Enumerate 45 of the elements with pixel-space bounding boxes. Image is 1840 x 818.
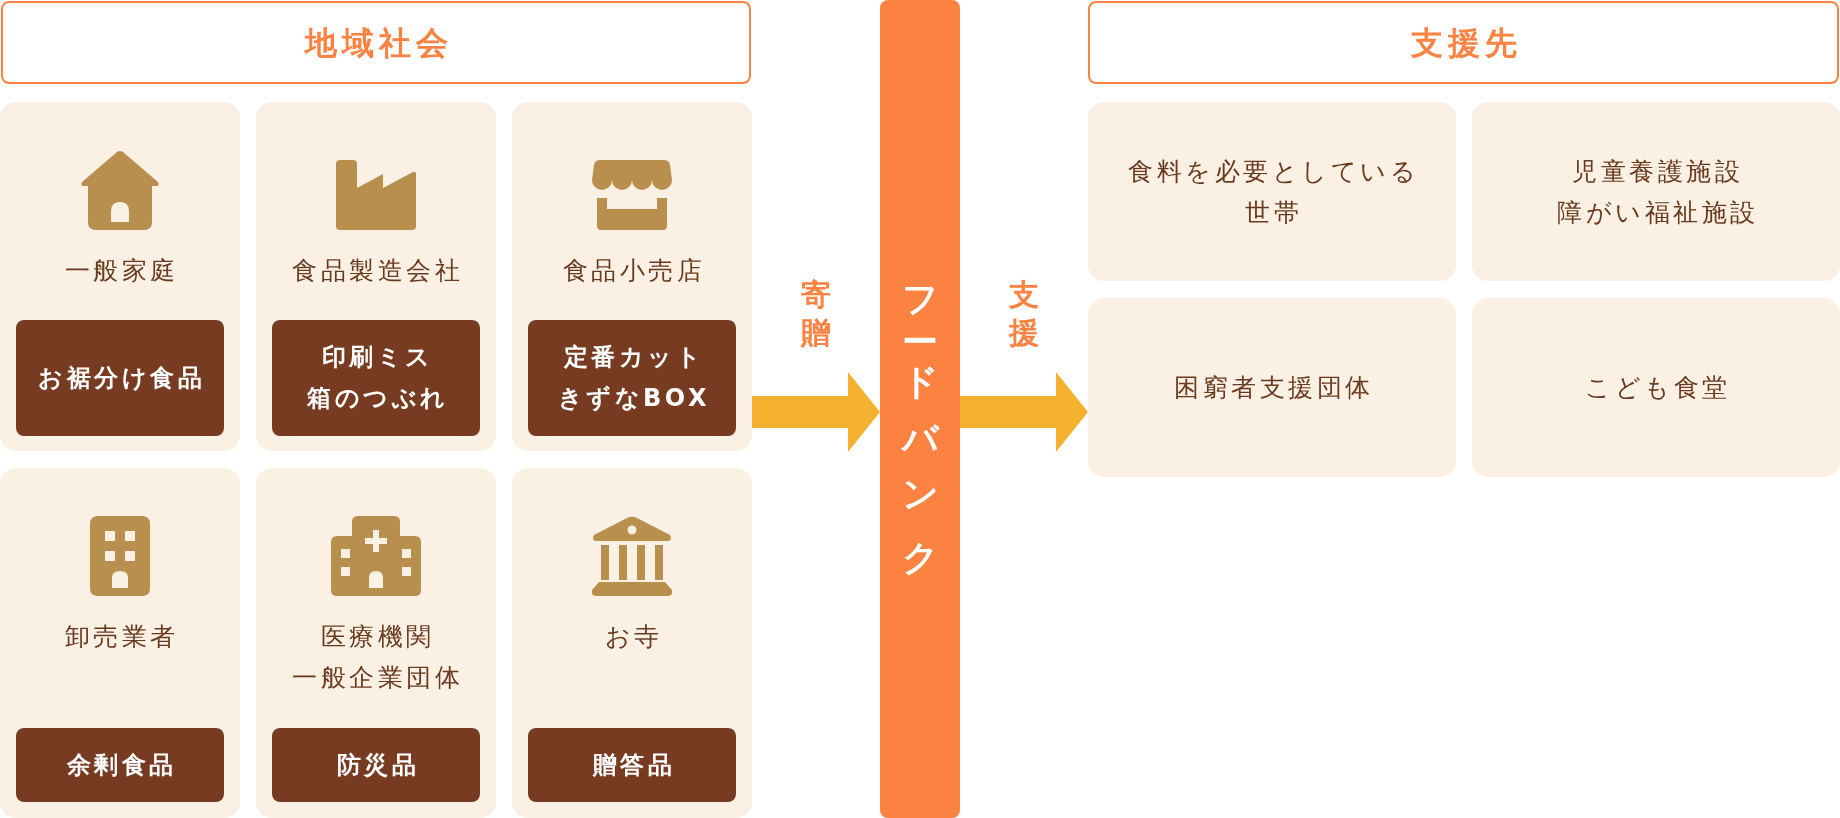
source-card	[0, 102, 240, 451]
source-card	[512, 468, 752, 818]
arrow	[752, 372, 880, 452]
card-label: 食品製造会社	[291, 255, 464, 287]
header-title: 支援先	[1409, 22, 1522, 63]
arrow	[960, 372, 1088, 452]
card-label: 児童養護施設	[1571, 155, 1744, 188]
item-tag	[272, 728, 480, 802]
item-label: お裾分け食品	[37, 362, 206, 394]
item-tag	[16, 728, 224, 802]
item-label: 印刷ミス	[320, 342, 434, 373]
card-label: こども食堂	[1584, 372, 1731, 404]
source-card	[256, 102, 496, 451]
source-card	[256, 468, 496, 818]
item-tag	[528, 320, 736, 436]
destination-card	[1472, 298, 1840, 477]
section-header	[1088, 1, 1839, 84]
item-label: 定番カット	[562, 342, 704, 373]
item-tag	[16, 320, 224, 436]
card-label: 障がい福祉施設	[1556, 196, 1759, 229]
card-label: 一般家庭	[63, 255, 179, 287]
item-label: きずなBOX	[556, 383, 710, 414]
destination-card	[1472, 102, 1840, 281]
item-label: 防災品	[335, 749, 419, 781]
source-card	[0, 468, 240, 818]
bar-label: フードバンク	[900, 260, 940, 575]
card-label: 食料を必要としている世帯	[1127, 155, 1421, 229]
card-label: 一般企業団体	[291, 662, 464, 694]
header-title: 地域社会	[303, 22, 453, 63]
card-label: 卸売業者	[63, 621, 179, 653]
card-label: 医療機関	[319, 621, 435, 653]
destination-card	[1088, 102, 1456, 281]
card-label: 困窮者支援団体	[1173, 372, 1374, 404]
item-tag	[272, 320, 480, 436]
item-label: 余剰食品	[65, 749, 177, 781]
card-label: お寺	[603, 621, 663, 653]
destination-card	[1088, 298, 1456, 477]
item-tag	[528, 728, 736, 802]
item-label: 贈答品	[591, 749, 675, 781]
vertical-bar	[880, 0, 960, 818]
source-card	[512, 102, 752, 451]
card-label: 食品小売店	[561, 255, 705, 287]
edge-label: 寄贈	[798, 276, 834, 352]
item-label: 箱のつぶれ	[306, 383, 449, 414]
section-header	[1, 1, 751, 84]
